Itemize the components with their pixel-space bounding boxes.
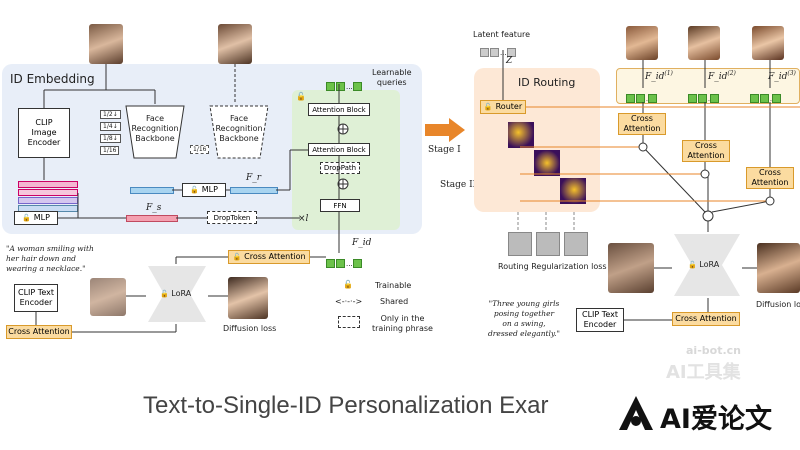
legend-trainable: Trainable bbox=[375, 281, 412, 290]
face-backbone-2-shape bbox=[209, 105, 269, 159]
identity-face-3 bbox=[752, 26, 784, 60]
legend-shared: Shared bbox=[380, 297, 409, 306]
fid-label-1: F_id(1) bbox=[645, 70, 673, 82]
input-face-1 bbox=[89, 24, 123, 64]
droppath-box: DropPath bbox=[320, 162, 360, 174]
mlp-box-2: 🔓MLP bbox=[14, 211, 58, 225]
mask-tile-2 bbox=[536, 232, 560, 256]
fid-output-tokens: ··· bbox=[326, 253, 363, 272]
scale-label-4: 1/16 bbox=[100, 146, 120, 155]
legend-trainable-icon: 🔓 bbox=[343, 280, 353, 289]
fid-tokens-1: · bbox=[626, 88, 658, 107]
stage-arrow bbox=[425, 118, 465, 142]
input-face-2 bbox=[218, 24, 252, 64]
mlp-box-1: 🔓MLP bbox=[182, 183, 226, 197]
learnable-query-tokens: ··· bbox=[326, 76, 363, 95]
scale-label-3: 1/8↓ bbox=[100, 134, 121, 143]
faint-watermark-text: AI工具集 bbox=[666, 362, 741, 383]
lora-unet-shape-left bbox=[148, 266, 206, 322]
figure-caption: Text-to-Single-ID Personalization Exar bbox=[143, 392, 549, 419]
droptoken-box: DropToken bbox=[207, 211, 257, 224]
lora-unet-shape-right bbox=[674, 234, 740, 296]
fid-tokens-2: · bbox=[688, 88, 720, 107]
lock-icon: 🔓 bbox=[232, 253, 242, 261]
face-backbone-2-label: Face Recognition Backbone bbox=[215, 114, 263, 143]
identity-face-2 bbox=[688, 26, 720, 60]
attention-block-2: Attention Block bbox=[308, 143, 370, 156]
id-routing-title: ID Routing bbox=[518, 76, 576, 89]
left-connectors bbox=[35, 64, 340, 333]
clip-image-encoder: CLIP Image Encoder bbox=[18, 108, 70, 158]
stage-2-label: Stage II bbox=[440, 180, 477, 190]
brand-logo-icon bbox=[619, 396, 653, 430]
legend-training-only: Only in the training phrase bbox=[372, 314, 433, 333]
id-embedding-title: ID Embedding bbox=[10, 72, 95, 86]
cross-attention-text-left: Cross Attention bbox=[6, 325, 72, 339]
routing-map-1 bbox=[508, 122, 534, 148]
diffusion-loss-left: Diffusion loss bbox=[223, 324, 277, 333]
cross-attention-right-3: Cross Attention bbox=[746, 167, 794, 189]
times-l-label: ×l bbox=[298, 214, 309, 224]
right-connectors bbox=[502, 50, 800, 321]
mask-tile-1 bbox=[508, 232, 532, 256]
identity-face-1 bbox=[626, 26, 658, 60]
cross-attention-right-2: Cross Attention bbox=[682, 140, 730, 162]
routing-map-3 bbox=[560, 178, 586, 204]
stage-1-label: Stage I bbox=[428, 145, 461, 155]
diffusion-loss-right: Diffusion lo bbox=[756, 300, 800, 309]
fid-label-left: F_id bbox=[352, 238, 372, 248]
cross-attention-text-right: Cross Attention bbox=[672, 312, 740, 326]
trainable-lock-attention: 🔓 bbox=[296, 92, 306, 101]
clip-text-encoder-left: CLIP Text Encoder bbox=[14, 284, 58, 312]
face-backbone-1-shape bbox=[125, 105, 185, 159]
learnable-queries-label: Learnable queries bbox=[372, 68, 412, 87]
lora-label-left: 🔓 LoRA bbox=[160, 289, 192, 298]
output-face-left bbox=[228, 277, 268, 319]
cross-attention-main: 🔓Cross Attention bbox=[228, 250, 310, 264]
cross-attention-right-1: Cross Attention bbox=[618, 113, 666, 135]
scale-label-1: 1/2↓ bbox=[100, 110, 121, 119]
prompt-text-right: "Three young girls posing together on a … bbox=[488, 299, 561, 338]
legend-shared-icon: <-·-·-> bbox=[335, 297, 363, 306]
attention-block-1: Attention Block bbox=[308, 103, 370, 116]
fid-tokens-3: · bbox=[750, 88, 782, 107]
ffn-box: FFN bbox=[320, 199, 360, 212]
mask-tile-3 bbox=[564, 232, 588, 256]
scale-label-2: 1/4↓ bbox=[100, 122, 121, 131]
brand-name: AI爱论文 bbox=[660, 404, 772, 435]
fs-label: F_s bbox=[146, 203, 162, 213]
fid-label-3: F_id(3) bbox=[768, 70, 796, 82]
latent-feature-label: Latent feature bbox=[473, 30, 531, 39]
lora-label-right: 🔓 LoRA bbox=[688, 260, 720, 269]
output-image-right bbox=[757, 243, 800, 293]
legend-dashed-icon bbox=[338, 316, 360, 328]
lock-icon: 🔓 bbox=[190, 186, 199, 194]
lock-icon: 🔓 bbox=[483, 103, 493, 111]
residual-add-icons bbox=[337, 123, 349, 190]
noisy-input-image bbox=[90, 278, 126, 316]
prompt-text-left: "A woman smiling with her hair down and … bbox=[6, 244, 94, 273]
z-label: Z bbox=[506, 56, 513, 66]
clip-text-encoder-right: CLIP Text Encoder bbox=[576, 308, 624, 332]
lock-icon: 🔓 bbox=[22, 214, 31, 222]
face-backbone-1-label: Face Recognition Backbone bbox=[131, 114, 179, 143]
routing-regularization-loss: Routing Regularization loss bbox=[498, 262, 607, 271]
noisy-input-image-right bbox=[608, 243, 654, 293]
routing-map-2 bbox=[534, 150, 560, 176]
faint-watermark-site: ai-bot.cn bbox=[686, 344, 741, 357]
fid-label-2: F_id(2) bbox=[708, 70, 736, 82]
scale-label-aux: 1/16 bbox=[190, 145, 210, 154]
router-box: 🔓Router bbox=[480, 100, 526, 114]
fid-row-panel bbox=[616, 68, 800, 104]
fr-label: F_r bbox=[246, 173, 262, 183]
